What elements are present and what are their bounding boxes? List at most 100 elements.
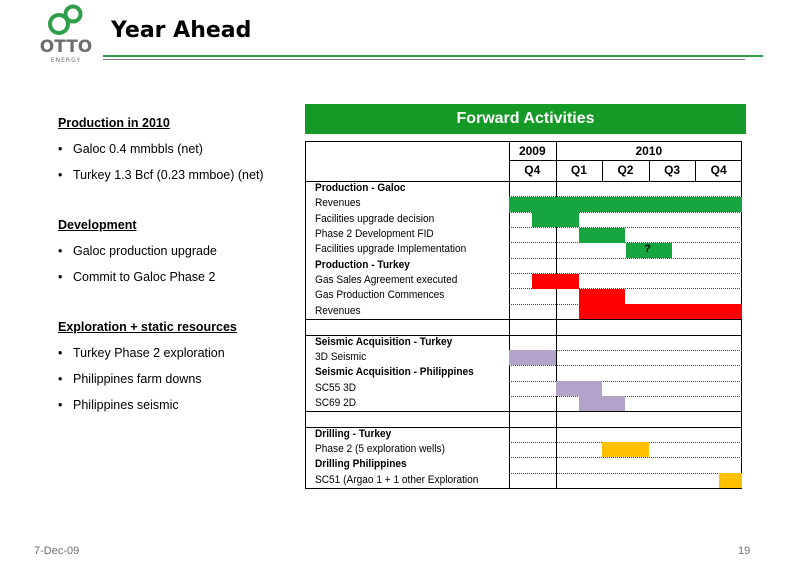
forward-activities-header: Forward Activities — [305, 104, 746, 134]
bullet-item: • Galoc 0.4 mmbbls (net) — [58, 142, 298, 168]
row-separator — [305, 319, 742, 321]
bullet-text: Turkey 1.3 Bcf (0.23 mmboe) (net) — [73, 168, 264, 182]
row-separator — [509, 395, 742, 397]
row-separator — [305, 426, 742, 428]
bullet-icon: • — [58, 244, 63, 258]
gantt-task-label: Facilities upgrade Implementation — [315, 243, 467, 256]
section-heading: Exploration + static resources — [58, 320, 237, 334]
page-title: Year Ahead — [111, 18, 252, 43]
gantt-bar — [555, 381, 603, 397]
gantt-task-label: Revenues — [315, 304, 361, 317]
section-gap — [58, 194, 298, 218]
gantt-task-label: Phase 2 Development FID — [315, 228, 434, 241]
bullet-item: • Philippines farm downs — [58, 372, 298, 398]
bar-note: ? — [644, 243, 651, 256]
year-label: 2009 — [518, 144, 546, 158]
section-heading: Production in 2010 — [58, 116, 170, 130]
left-border — [305, 141, 306, 488]
quarter-label: Q4 — [524, 163, 541, 177]
row-separator — [305, 334, 742, 336]
row-separator — [509, 257, 742, 259]
gantt-bar — [578, 227, 626, 243]
bullet-item: • Philippines seismic — [58, 398, 298, 424]
gantt-section-label: Production - Galoc — [315, 182, 406, 194]
quarter-divider — [648, 160, 650, 181]
section-heading: Development — [58, 218, 137, 232]
bullet-icon: • — [58, 142, 63, 156]
bullet-text: Galoc 0.4 mmbbls (net) — [73, 142, 203, 156]
gantt-task-label: Phase 2 (5 exploration wells) — [315, 442, 445, 455]
quarter-label: Q4 — [710, 163, 727, 177]
gantt-bar — [578, 288, 626, 304]
bullet-item: • Galoc production upgrade — [58, 244, 298, 270]
gantt-section-label: Seismic Acquisition - Philippines — [315, 366, 474, 379]
bullet-text: Galoc production upgrade — [73, 244, 217, 258]
gantt-bar — [532, 273, 579, 289]
gantt-bar — [532, 212, 579, 228]
gantt-bar — [578, 396, 626, 412]
bullet-icon: • — [58, 372, 63, 386]
bullet-item: • Turkey Phase 2 exploration — [58, 346, 298, 372]
bullet-icon: • — [58, 270, 63, 284]
row-separator — [509, 288, 742, 290]
quarter-label: Q1 — [570, 163, 587, 177]
gantt-top-border — [305, 141, 742, 142]
row-separator — [305, 411, 742, 413]
bullet-text: Philippines seismic — [73, 398, 179, 412]
gantt-task-label: SC51 (Argao 1 + 1 other Exploration — [315, 473, 479, 486]
gantt-bottom-border — [305, 488, 742, 489]
gantt-bar — [625, 242, 673, 258]
row-separator — [509, 273, 742, 275]
year-label: 2010 — [635, 144, 663, 158]
gantt-bar — [578, 304, 742, 320]
row-separator — [509, 211, 742, 213]
logo-rings-icon — [48, 4, 83, 35]
logo-name: OTTO — [39, 37, 93, 57]
gantt-task-label: Gas Production Commences — [315, 289, 445, 302]
row-separator — [509, 349, 742, 351]
bullet-icon: • — [58, 398, 63, 412]
title-rule-grey — [103, 59, 745, 60]
quarter-divider — [695, 160, 697, 181]
quarter-label: Q3 — [664, 163, 681, 177]
bullet-icon: • — [58, 346, 63, 360]
header-bottom-border — [305, 181, 742, 182]
gantt-task-label: SC55 3D — [315, 381, 357, 394]
row-separator — [509, 365, 742, 367]
gantt-bar — [509, 350, 556, 366]
quarter-label: Q2 — [617, 163, 634, 177]
page-number: 19 — [738, 545, 751, 557]
gantt-section-label: Seismic Acquisition - Turkey — [315, 335, 453, 348]
bullet-item: • Commit to Galoc Phase 2 — [58, 270, 298, 296]
gantt-section-label: Production - Turkey — [315, 258, 410, 271]
quarter-divider — [602, 160, 604, 181]
bullet-text: Commit to Galoc Phase 2 — [73, 270, 216, 284]
row-separator — [509, 472, 742, 474]
row-separator — [509, 227, 742, 229]
bullet-text: Philippines farm downs — [73, 372, 202, 386]
otto-energy-logo: OTTO ENERGY — [34, 4, 98, 68]
gantt-bar — [718, 473, 742, 489]
gantt-task-label: Facilities upgrade decision — [315, 212, 435, 225]
bullet-icon: • — [58, 168, 63, 182]
bullet-text: Turkey Phase 2 exploration — [73, 346, 225, 360]
gantt-section-label: Drilling Philippines — [315, 458, 407, 471]
footer-date: 7-Dec-09 — [34, 545, 80, 557]
gantt-task-label: 3D Seismic — [315, 350, 367, 363]
year-ahead-summary: Production in 2010 • Galoc 0.4 mmbbls (net… — [58, 116, 298, 424]
logo-subtitle: ENERGY — [50, 57, 82, 64]
gantt-task-label: Revenues — [315, 197, 361, 210]
label-column-divider — [509, 141, 510, 488]
bullet-item: • Turkey 1.3 Bcf (0.23 mmboe) (net) — [58, 168, 298, 194]
gantt-task-label: Gas Sales Agreement executed — [315, 274, 458, 287]
row-separator — [509, 457, 742, 459]
gantt-task-label: SC69 2D — [315, 396, 357, 409]
year-divider — [555, 141, 557, 488]
gantt-bar — [509, 196, 742, 212]
header-divider — [509, 160, 742, 161]
gantt-section-label: Drilling - Turkey — [315, 427, 392, 440]
section-gap — [58, 296, 298, 320]
gantt-bar — [602, 442, 649, 458]
row-separator — [509, 380, 742, 382]
